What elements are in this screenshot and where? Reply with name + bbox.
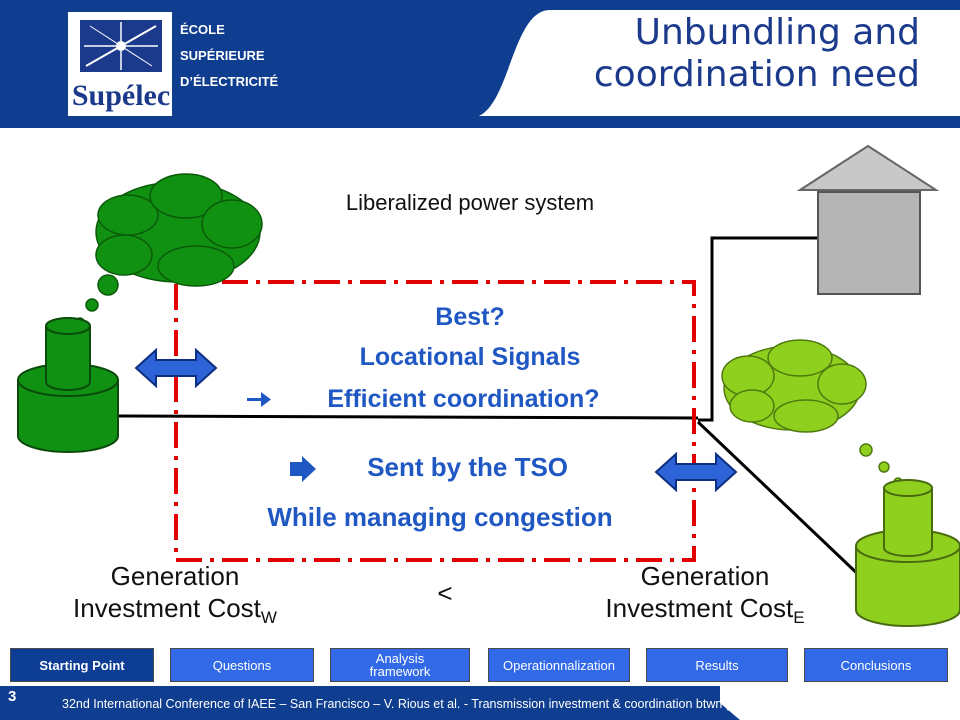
right-gen-line2-text: Investment Cost	[605, 593, 794, 623]
title-curve-mask	[470, 10, 550, 118]
managing-congestion-label: While managing congestion	[267, 502, 613, 532]
efficient-coordination-label: Efficient coordination?	[200, 385, 680, 414]
locational-signal-box	[174, 280, 696, 562]
dark-green-cloud-icon	[75, 173, 263, 327]
comparison-symbol: <	[437, 578, 453, 608]
nav-operationnalization[interactable]: Operationnalization	[488, 648, 630, 682]
arrow-efficient-icon	[247, 392, 271, 407]
line-to-house	[698, 236, 818, 422]
slide-title: Unbundling and coordination need	[480, 12, 920, 96]
light-green-cloud-icon	[721, 339, 903, 487]
right-gen-subscript: E	[793, 608, 805, 628]
logo-star-emblem	[80, 20, 162, 72]
page-number: 3	[8, 688, 17, 705]
house-icon	[796, 144, 940, 295]
arrow-sent-icon	[290, 456, 316, 482]
left-gen-line2: Investment CostW	[30, 592, 320, 634]
logo-wordmark: Supélec	[71, 79, 171, 112]
best-question: Best?	[435, 303, 505, 331]
title-panel	[470, 10, 960, 118]
efficient-coordination-text: Efficient coordination?	[320, 385, 600, 413]
left-double-arrow-icon	[134, 347, 218, 389]
slide-title-line2: coordination need	[593, 54, 920, 95]
sent-by-tso-label: Sent by the TSO	[240, 452, 640, 483]
nav-starting-point[interactable]: Starting Point	[10, 648, 154, 682]
footer-band-end	[700, 686, 740, 720]
left-gen-line1: Generation	[110, 561, 240, 591]
right-double-arrow-icon	[654, 451, 738, 493]
footer-band	[0, 686, 720, 720]
slide-title-line1: Unbundling and	[634, 12, 920, 53]
school-name-line2: SUPÉRIEURE	[180, 48, 265, 63]
network-lines	[117, 236, 864, 580]
left-gen-subscript: W	[260, 608, 277, 628]
right-generation-cost-label: Generation Investment CostE	[560, 560, 850, 634]
power-system-diagram	[17, 144, 960, 627]
left-generator-icon	[17, 317, 119, 453]
right-generator-icon	[855, 479, 960, 627]
sent-by-tso-text: Sent by the TSO	[359, 452, 569, 482]
left-gen-line2-text: Investment Cost	[73, 593, 261, 623]
diagram-caption: Liberalized power system	[345, 190, 595, 215]
line-right-generator	[696, 420, 864, 580]
school-name-line3: D’ÉLECTRICITÉ	[180, 74, 279, 89]
footer-text: 32nd International Conference of IAEE – …	[62, 697, 800, 711]
header-bottom-band	[0, 116, 960, 128]
school-name-line1: ÉCOLE	[180, 22, 225, 37]
nav-results[interactable]: Results	[646, 648, 788, 682]
left-generation-cost-label: Generation Investment CostW	[30, 560, 320, 634]
locational-signals-label: Locational Signals	[359, 343, 581, 371]
right-gen-line2: Investment CostE	[560, 592, 850, 634]
nav-questions[interactable]: Questions	[170, 648, 314, 682]
nav-conclusions[interactable]: Conclusions	[804, 648, 948, 682]
nav-analysis-framework[interactable]: Analysis framework	[330, 648, 470, 682]
line-left-generator	[117, 414, 699, 420]
right-gen-line1: Generation	[640, 561, 770, 591]
